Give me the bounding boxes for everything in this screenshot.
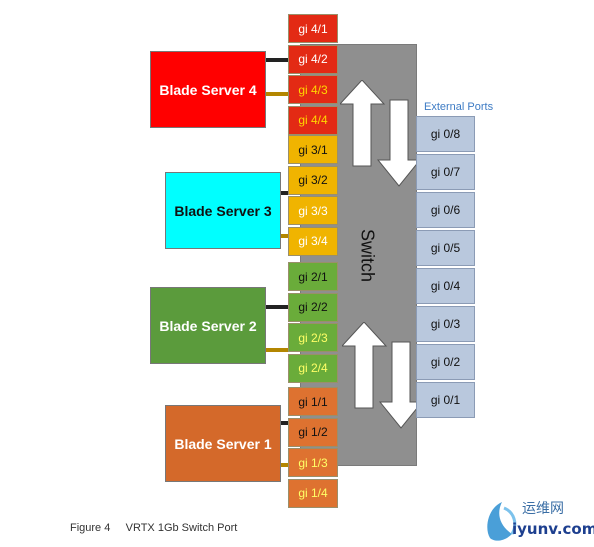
external-ports-title: External Ports	[424, 101, 494, 113]
connection-wire	[281, 463, 288, 467]
external-port: gi 0/3	[416, 306, 475, 342]
figure-caption: Figure 4 VRTX 1Gb Switch Port	[70, 522, 238, 534]
external-port: gi 0/7	[416, 154, 475, 190]
blade-server: Blade Server 1	[165, 405, 281, 482]
switch-port: gi 2/3	[288, 323, 338, 352]
switch-port: gi 4/2	[288, 44, 338, 74]
switch-port: gi 1/4	[288, 478, 338, 508]
connection-wire	[281, 421, 288, 425]
watermark-text-cn: 运维网	[522, 501, 564, 517]
up-down-arrows-icon	[342, 322, 422, 429]
switch-port: gi 4/1	[288, 14, 338, 43]
switch-port: gi 1/2	[288, 417, 338, 447]
external-port: gi 0/6	[416, 192, 475, 228]
connection-wire	[281, 191, 288, 195]
switch-port: gi 1/1	[288, 387, 338, 416]
connection-wire	[266, 305, 288, 309]
connection-wire	[281, 234, 288, 238]
switch-port: gi 2/4	[288, 353, 338, 383]
external-port: gi 0/8	[416, 116, 475, 152]
switch-port: gi 2/2	[288, 292, 338, 322]
watermark-logo: 运维网 iyunv.com	[482, 496, 594, 546]
blade-server: Blade Server 4	[150, 51, 266, 128]
external-port: gi 0/4	[416, 268, 475, 304]
blade-server: Blade Server 2	[150, 287, 266, 364]
connection-wire	[266, 58, 288, 62]
switch-port: gi 3/1	[288, 135, 338, 164]
connection-wire	[266, 348, 288, 352]
watermark-text-url: iyunv.com	[512, 520, 594, 538]
external-port: gi 0/1	[416, 382, 475, 418]
switch-port: gi 3/2	[288, 165, 338, 195]
switch-port: gi 3/4	[288, 226, 338, 256]
external-port: gi 0/5	[416, 230, 475, 266]
blade-server: Blade Server 3	[165, 172, 281, 249]
switch-port: gi 1/3	[288, 448, 338, 477]
external-port: gi 0/2	[416, 344, 475, 380]
switch-port: gi 2/1	[288, 262, 338, 291]
switch-label: Switch	[357, 228, 378, 282]
up-down-arrows-icon	[340, 80, 420, 187]
connection-wire	[266, 92, 288, 96]
switch-port: gi 4/3	[288, 75, 338, 104]
switch-port: gi 3/3	[288, 196, 338, 225]
switch-port: gi 4/4	[288, 105, 338, 135]
